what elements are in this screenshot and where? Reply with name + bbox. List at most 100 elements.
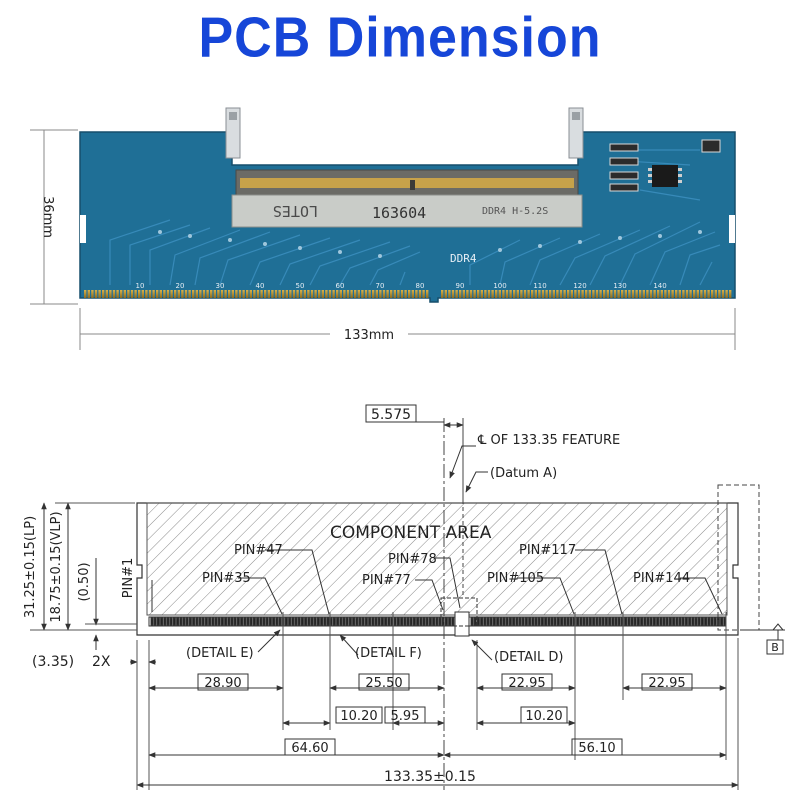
contact-pin	[268, 617, 272, 626]
contact-pin	[448, 617, 452, 626]
gold-finger	[624, 290, 627, 298]
contact-pin	[310, 617, 314, 626]
gold-finger	[408, 290, 411, 298]
contact-pin	[320, 617, 324, 626]
gold-finger	[192, 290, 195, 298]
contact-pin	[601, 617, 605, 626]
gold-finger	[509, 290, 512, 298]
gold-finger	[448, 290, 451, 298]
contact-pin	[275, 617, 279, 626]
contact-pin	[198, 617, 202, 626]
contact-pin	[611, 617, 615, 626]
gold-finger	[721, 290, 725, 298]
contact-pin	[483, 617, 487, 626]
contact-pin	[387, 617, 391, 626]
contact-pin	[326, 617, 330, 626]
gold-finger	[210, 290, 213, 298]
board-label: DDR4	[450, 252, 477, 265]
contact-pin	[470, 617, 474, 626]
pin-144-label: PIN#144	[633, 571, 690, 586]
contact-pin	[675, 617, 679, 626]
gold-finger	[599, 290, 602, 298]
pin-number: 120	[573, 282, 586, 290]
contact-pin	[537, 617, 541, 626]
gold-finger	[278, 290, 281, 298]
contact-pin	[598, 617, 602, 626]
contact-pin	[224, 617, 228, 626]
chip-mark: LOTES	[273, 202, 318, 220]
contact-pin	[563, 617, 567, 626]
contact-pin	[313, 617, 317, 626]
contact-pin	[425, 617, 429, 626]
gold-finger	[310, 290, 314, 298]
contact-pin	[300, 617, 304, 626]
datum-b-label: B	[771, 641, 779, 654]
contact-pin	[217, 617, 221, 626]
contact-pin	[211, 617, 215, 626]
contact-pin	[412, 617, 416, 626]
gold-finger	[91, 290, 94, 298]
gold-finger	[109, 290, 112, 298]
gold-finger	[318, 290, 321, 298]
contact-pin	[160, 617, 164, 626]
contact-pin	[294, 617, 298, 626]
gold-finger	[628, 290, 631, 298]
contact-pin	[396, 617, 400, 626]
gold-finger	[188, 290, 191, 298]
gold-finger	[455, 290, 458, 298]
component-area	[146, 502, 728, 616]
dim-1020-right: 10.20	[525, 709, 562, 724]
gold-finger	[120, 290, 123, 298]
height-label: 36mm	[40, 196, 55, 238]
gold-finger	[411, 290, 414, 298]
gold-finger	[484, 290, 487, 298]
contact-pin	[393, 617, 397, 626]
gold-finger	[202, 290, 206, 298]
contact-pin	[364, 617, 368, 626]
gold-finger	[685, 290, 689, 298]
contact-pin	[400, 617, 404, 626]
gold-finger	[267, 290, 270, 298]
contact-pin	[704, 617, 708, 626]
left-notch	[80, 215, 86, 243]
gold-finger	[357, 290, 360, 298]
gold-finger	[300, 290, 303, 298]
gold-finger	[570, 290, 573, 298]
contact-pin	[627, 617, 631, 626]
gold-finger	[285, 290, 288, 298]
contact-pin	[534, 617, 538, 626]
gold-finger	[264, 290, 267, 298]
contact-pin	[352, 617, 356, 626]
contact-pin	[579, 617, 583, 626]
gold-finger	[459, 290, 462, 298]
gold-finger	[375, 290, 378, 298]
contact-pin	[547, 617, 551, 626]
gold-finger	[390, 290, 393, 298]
contact-pin	[278, 617, 282, 626]
contact-pin	[409, 617, 413, 626]
contact-pin	[672, 617, 676, 626]
gold-finger	[368, 290, 371, 298]
gold-finger	[228, 290, 231, 298]
gold-finger	[426, 290, 429, 298]
contact-pin	[496, 617, 500, 626]
gold-finger	[94, 290, 98, 298]
contact-pin	[633, 617, 637, 626]
gold-finger	[567, 290, 570, 298]
gold-finger	[520, 290, 523, 298]
photo-height-dimension: 36mm	[30, 129, 78, 305]
contact-pin	[345, 617, 349, 626]
contact-pin	[150, 617, 154, 626]
contact-pin	[201, 617, 205, 626]
gold-finger	[184, 290, 188, 298]
gold-finger	[466, 290, 469, 298]
technical-drawing	[30, 404, 785, 790]
gold-finger	[174, 290, 177, 298]
gold-finger	[213, 290, 216, 298]
gold-finger	[469, 290, 473, 298]
contact-pin	[604, 617, 608, 626]
pin-1-label: PIN#1	[121, 558, 136, 599]
resistors	[609, 139, 721, 192]
contact-pin	[182, 617, 186, 626]
